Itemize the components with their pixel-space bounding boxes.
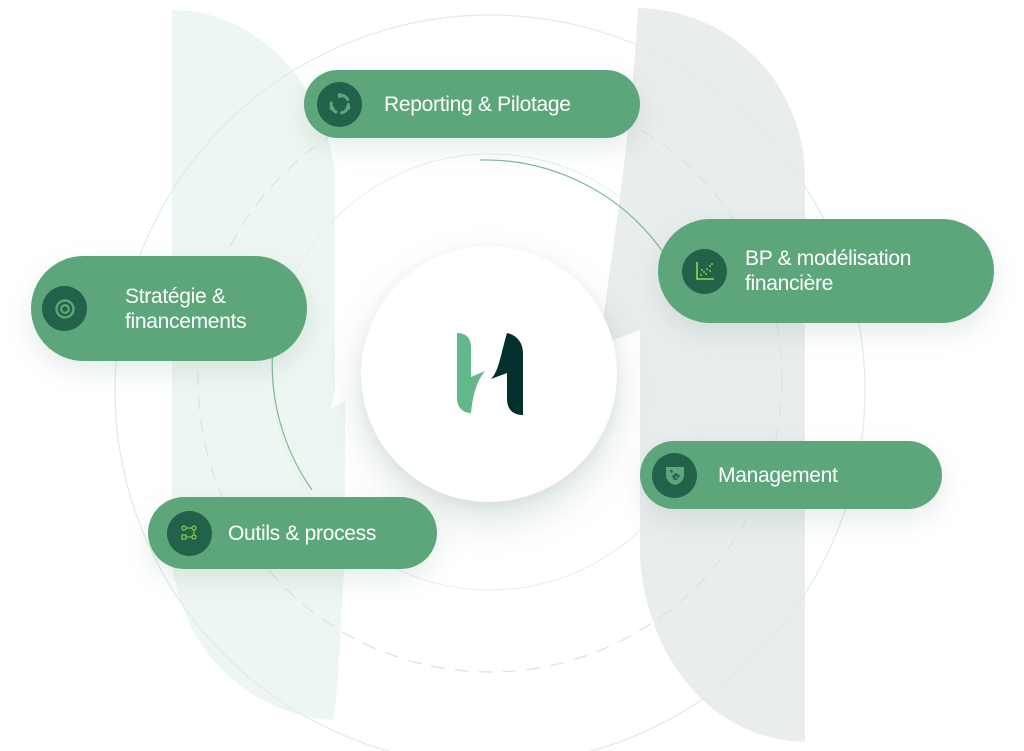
icon-disc: [167, 510, 212, 556]
target-icon: [54, 298, 75, 319]
pill-label: Outils & process: [228, 521, 377, 545]
workflow-icon: [180, 525, 197, 540]
service-pill-bp-modelisation[interactable]: BP & modélisation financière: [658, 219, 994, 323]
logo-right-stroke: [491, 333, 523, 415]
handshake-shield-icon: [665, 467, 684, 485]
service-pill-outils[interactable]: Outils & process: [148, 497, 437, 569]
cycle-arrows-icon: [329, 93, 350, 115]
icon-disc: [682, 248, 727, 294]
logo-left-stroke: [457, 333, 485, 413]
icon-disc: [42, 286, 87, 331]
icon-disc: [652, 452, 697, 498]
scatter-chart-icon: [695, 262, 714, 280]
service-pill-strategie[interactable]: Stratégie & financements: [31, 256, 307, 361]
service-pill-management[interactable]: Management: [640, 441, 942, 509]
pill-label-line-1: Stratégie &: [125, 284, 226, 308]
center-logo-disc: [361, 246, 617, 502]
h-monogram-logo: [457, 333, 523, 415]
pill-label-line-2: financière: [745, 272, 834, 295]
orbit-outer: [114, 14, 866, 751]
connector-arc-top-right: [479, 159, 666, 256]
bg-shape-right: [600, 8, 805, 742]
pill-label: Management: [718, 463, 838, 487]
icon-disc: [317, 81, 362, 127]
pill-label: BP & modélisation financière: [745, 246, 911, 296]
pill-label-line-1: BP & modélisation: [745, 247, 912, 270]
pill-label: Stratégie & financements: [125, 284, 247, 334]
service-pill-reporting[interactable]: Reporting & Pilotage: [304, 70, 640, 138]
pill-label: Reporting & Pilotage: [384, 92, 571, 116]
pill-label-line-2: financements: [125, 309, 247, 333]
